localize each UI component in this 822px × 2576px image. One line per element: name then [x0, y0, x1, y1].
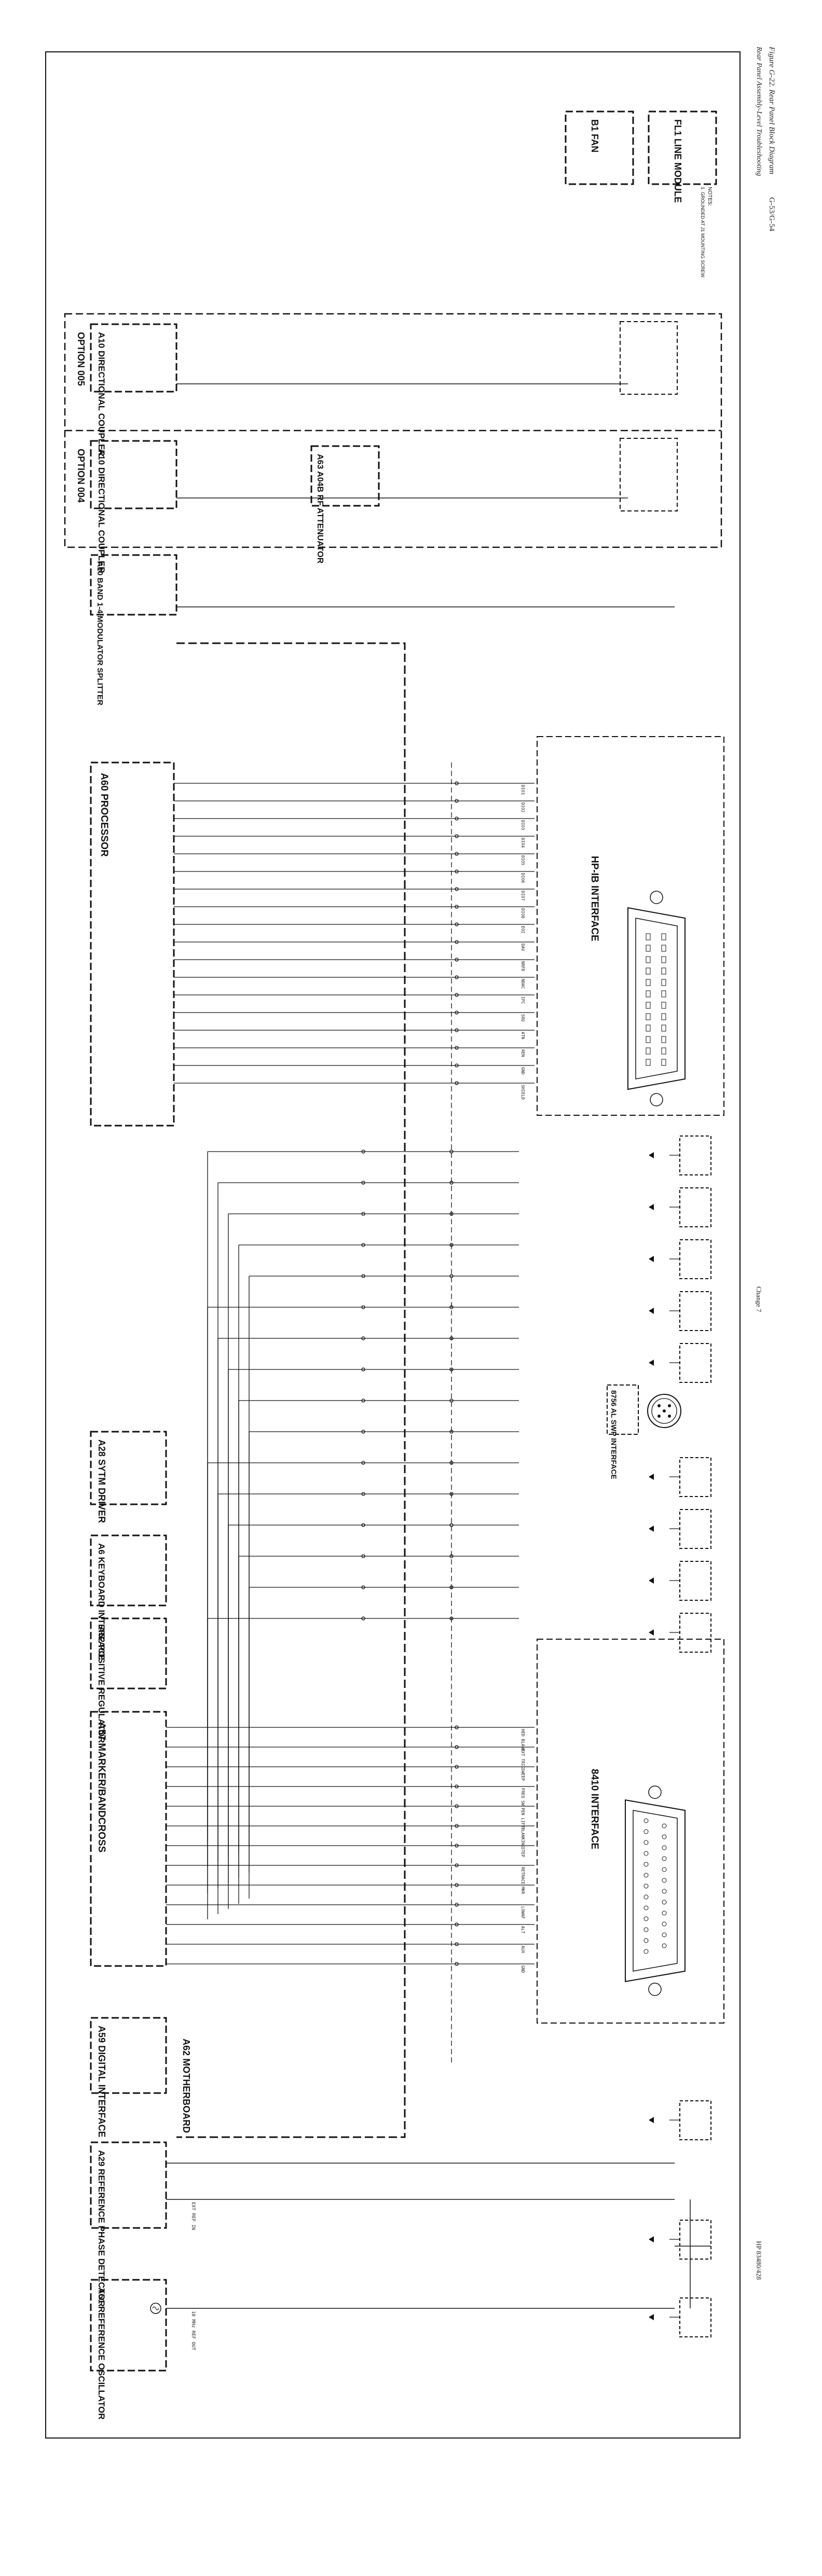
rear-panel-connector — [679, 1135, 711, 1175]
rear-panel-connector — [679, 2100, 711, 2140]
figure-title: Figure G-22. Rear Panel Block Diagram — [768, 47, 776, 175]
i8410-connector — [625, 1785, 686, 1996]
i8410-signal-label: FREQ SW — [520, 1788, 525, 1806]
hpib-signal-label: NRFD — [520, 961, 525, 971]
i8756-label: 8756 AL SWP INTERFACE — [610, 1390, 618, 1479]
hpib-connector — [627, 891, 686, 1106]
hpib-signal-label: ATN — [520, 1032, 525, 1040]
hpib-signal-label: GND — [520, 1067, 525, 1075]
hpib-signal-label: DIO3 — [520, 820, 525, 830]
hpib-signal-label: DIO1 — [520, 785, 525, 795]
a57-label: A57 MARKER/BANDCROSS — [96, 1722, 107, 1852]
a63-box — [310, 445, 380, 507]
a10-option005-box — [90, 323, 177, 393]
a59-box — [90, 2017, 167, 2094]
hpib-signal-label: SHIELD — [520, 1085, 525, 1100]
a51-label: A51 REFERENCE OSCILLATOR — [97, 2288, 106, 2419]
a60-label: A60 PROCESSOR — [99, 773, 109, 857]
hpib-signal-label: DIO8 — [520, 908, 525, 918]
hpib-signal-label: DIO6 — [520, 873, 525, 883]
i8410-signal-label: RETRACE — [520, 1867, 525, 1885]
hpib-signal-label: EOI — [520, 926, 525, 934]
a63-label: A63 A04B RF ATTENUATOR — [316, 454, 324, 564]
rear-panel-connector — [679, 1561, 711, 1601]
a51-box — [90, 2279, 167, 2372]
i8410-signal-label: MKR — [520, 1887, 525, 1894]
a60-box — [90, 761, 175, 1127]
a52-label: A52 POSITIVE REGULATOR — [97, 1626, 106, 1743]
wire-label-ref: 10 MHz REF OUT — [190, 2311, 196, 2350]
change-note: Change 7 — [755, 1286, 763, 1312]
hpib-signal-label: DIO5 — [520, 855, 525, 865]
a10-splitter-label: A10 BAND 1-4 MODULATOR SPLITTER — [95, 561, 104, 705]
b1-fan-label: B1 FAN — [590, 119, 600, 153]
fl1-line-module-label: FL1 LINE MODULE — [673, 119, 683, 203]
i8410-signal-label: AUX — [520, 1946, 525, 1954]
hpib-signal-label: DAV — [520, 944, 525, 951]
a62-label: A62 MOTHERBOARD — [181, 2039, 191, 2133]
a57-box — [90, 1711, 167, 1967]
a52-box — [90, 1617, 167, 1689]
hpib-signal-label: DIO4 — [520, 838, 525, 848]
i8410-signal-label: STEP — [520, 1847, 525, 1857]
rear-panel-connector — [679, 1509, 711, 1549]
notes-heading: NOTES: — [707, 187, 713, 206]
a29-box — [90, 2141, 167, 2229]
page-number: G-53/G-54 — [768, 197, 776, 231]
hpib-signal-label: DIO2 — [520, 802, 525, 812]
hpib-interface-label: HP-IB INTERFACE — [589, 856, 600, 941]
a28-box — [90, 1431, 167, 1505]
hpib-signal-label: IFC — [520, 996, 525, 1004]
hpib-interface-box — [537, 736, 724, 1116]
option-005-label: OPTION 005 — [76, 332, 86, 386]
model-number: HP 83480/428 — [755, 2241, 763, 2280]
a59-label: A59 DIGITAL INTERFACE — [97, 2026, 107, 2137]
hpib-signal-label: SRQ — [520, 1014, 525, 1022]
i8756-interface: 8756 AL SWP INTERFACE — [607, 1384, 681, 1479]
wire-label-extref: EXT REF IN — [190, 2202, 196, 2230]
hpib-signal-label: DIO7 — [520, 891, 525, 901]
diagram-frame — [45, 51, 741, 2439]
rear-panel-connector — [679, 1187, 711, 1227]
rear-panel-connector — [679, 2220, 711, 2260]
rear-panel-connector — [679, 1291, 711, 1331]
section-title: Rear Panel Assembly-Level Troubleshootin… — [755, 47, 763, 176]
rear-panel-connector — [679, 1343, 711, 1383]
a62-motherboard-boundary — [176, 642, 406, 2138]
a10-option004-box — [90, 440, 177, 509]
hpib-signal-label: NDAC — [520, 979, 525, 989]
option-004-label: OPTION 004 — [76, 449, 86, 503]
i8410-signal-label: SWEEP — [520, 1768, 525, 1781]
b1-fan-box — [565, 110, 634, 185]
i8410-signal-label: BLANKING — [520, 1827, 525, 1848]
oscillator-symbol — [150, 2303, 161, 2314]
a29-label: A29 REFERENCE PHASE DETECTOR — [97, 2150, 106, 2307]
hpib-signal-label: REN — [520, 1049, 525, 1057]
a28-label: A28 SYTM DRIVER — [97, 1439, 107, 1523]
a6-box — [90, 1534, 167, 1606]
rear-panel-connector — [679, 1613, 711, 1653]
a10-option004-label: A10 DIRECTIONAL COUPLER — [97, 449, 106, 573]
rear-panel-connector — [679, 1457, 711, 1497]
i8410-signal-label: LOWAF — [520, 1906, 525, 1919]
i8410-interface-label: 8410 INTERFACE — [589, 1769, 600, 1849]
i8410-interface-box — [537, 1639, 724, 2024]
i8410-signal-label: EXT TRIG — [520, 1749, 525, 1769]
a6-label: A6 KEYBOARD INTERFACE — [97, 1543, 106, 1660]
fl1-line-module-box — [648, 110, 717, 185]
rear-panel-connector — [679, 2297, 711, 2337]
i8410-signal-label: HED BLANK — [520, 1729, 525, 1752]
notes-text: 1. GROUNDED AT J1 MOUNTING SCREW. — [700, 187, 705, 279]
i8410-signal-label: ALT — [520, 1926, 525, 1934]
rear-panel-connector — [679, 1239, 711, 1279]
a10-splitter-box — [90, 554, 177, 616]
i8410-signal-label: GND — [520, 1965, 525, 1973]
i8410-signal-label: PEN LIFT — [520, 1808, 525, 1828]
a10-option005-label: A10 DIRECTIONAL COUPLER — [97, 332, 106, 456]
